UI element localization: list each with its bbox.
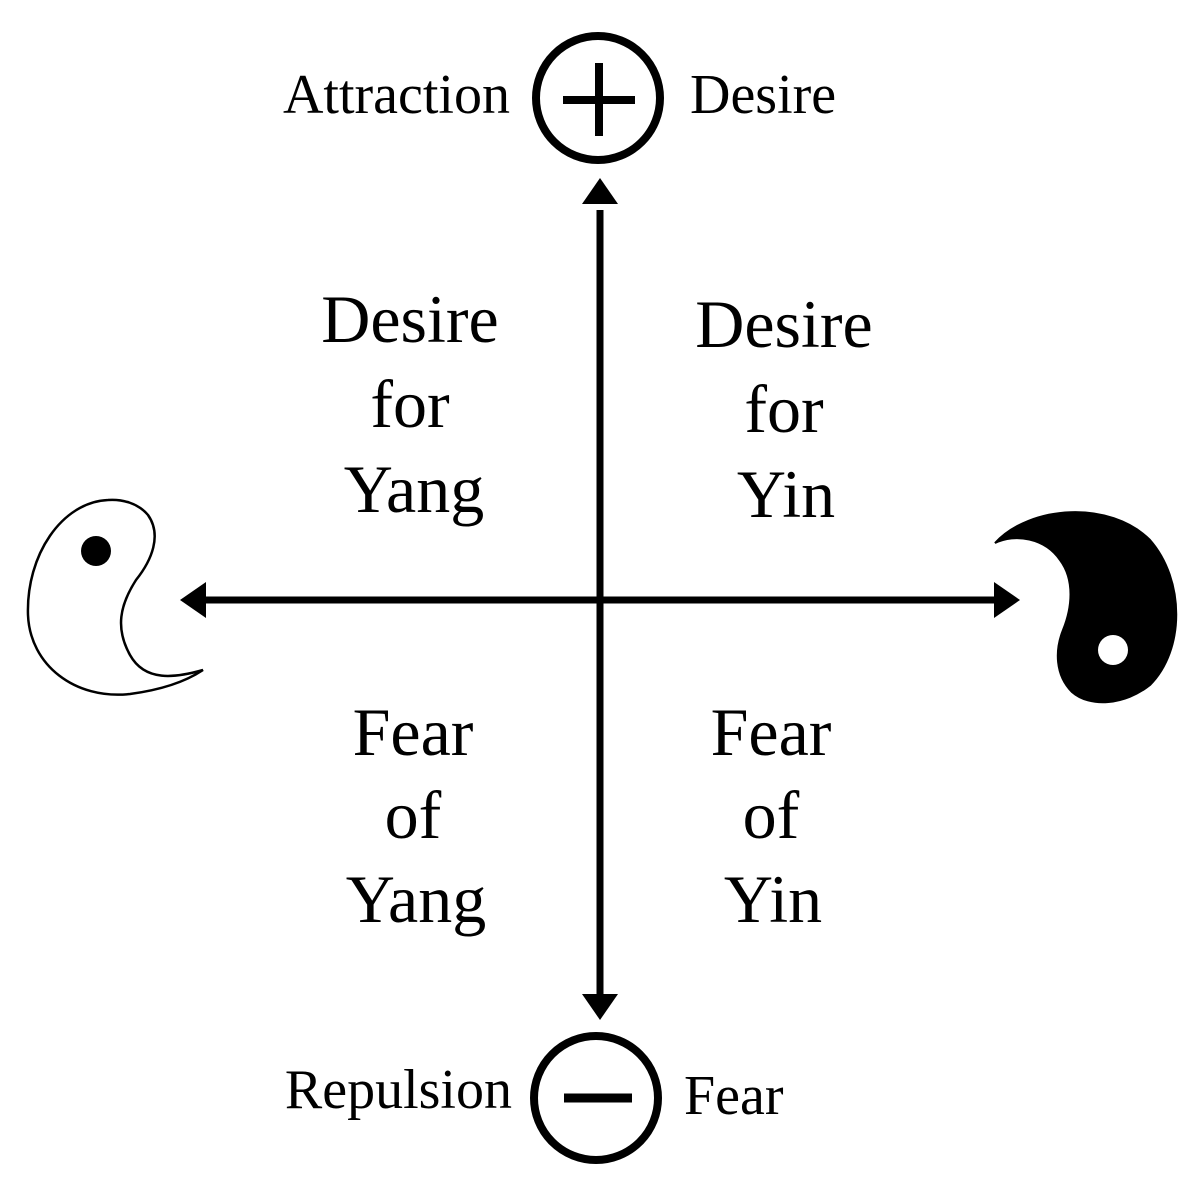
yang-dot-icon <box>81 536 111 566</box>
arrowhead-up <box>582 178 618 204</box>
quadrant-top-right-line-2: for <box>744 371 824 447</box>
quadrant-bottom-right-line-3: Yin <box>724 861 822 937</box>
repulsion-label: Repulsion <box>285 1059 512 1121</box>
arrowhead-down <box>582 994 618 1020</box>
quadrant-bottom-right: Fear of Yin <box>711 694 832 937</box>
yin-half-icon <box>994 511 1178 704</box>
minus-pole <box>530 1032 662 1164</box>
quadrant-bottom-left-line-1: Fear <box>353 694 474 770</box>
yin-dot-icon <box>1098 635 1128 665</box>
arrowhead-left <box>180 582 206 618</box>
axes <box>180 178 1020 1020</box>
fear-pole-label: Fear <box>684 1065 784 1127</box>
quadrant-bottom-left-line-3: Yang <box>346 861 486 937</box>
quadrant-top-right-line-3: Yin <box>737 456 835 532</box>
quadrant-top-right: Desire for Yin <box>695 286 872 532</box>
quadrant-bottom-right-line-1: Fear <box>711 694 832 770</box>
arrowhead-right <box>994 582 1020 618</box>
quadrant-top-left-line-3: Yang <box>344 451 484 527</box>
attraction-label: Attraction <box>283 64 510 126</box>
quadrant-top-left-line-2: for <box>370 366 450 442</box>
yang-half-icon <box>26 498 204 696</box>
desire-pole-label: Desire <box>690 64 836 126</box>
plus-pole <box>532 32 664 164</box>
quadrant-top-left: Desire for Yang <box>321 281 498 527</box>
quadrant-top-right-line-1: Desire <box>695 286 872 362</box>
quadrant-top-left-line-1: Desire <box>321 281 498 357</box>
quadrant-bottom-right-line-2: of <box>743 777 800 853</box>
quadrant-bottom-left: Fear of Yang <box>346 694 486 937</box>
quadrant-bottom-left-line-2: of <box>385 777 442 853</box>
